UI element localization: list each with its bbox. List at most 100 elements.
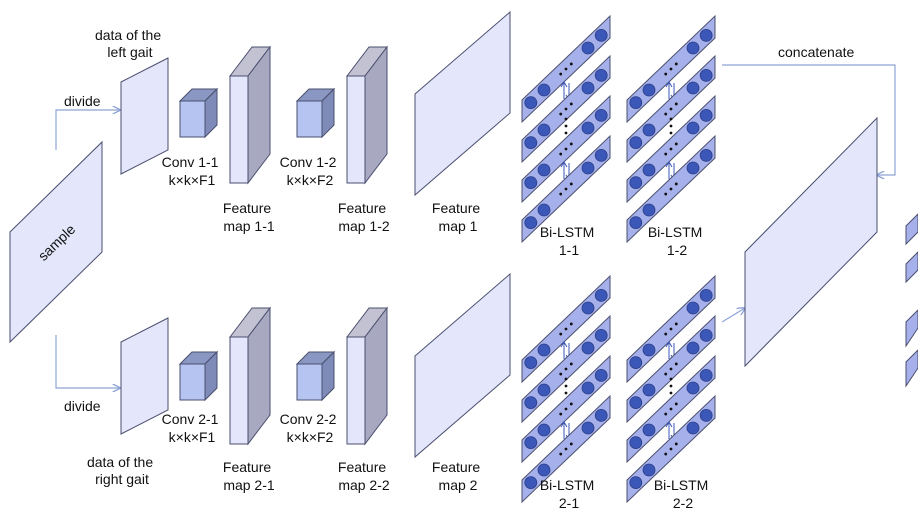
ellipsis-dot <box>674 442 678 446</box>
lstm-cell <box>537 423 551 437</box>
lstm-cell <box>594 29 608 42</box>
ellipsis-dot <box>669 407 673 411</box>
conv-2-1-label: Conv 2-1 k×k×F1 <box>162 411 223 445</box>
connectors <box>55 64 896 388</box>
left-gait-label: data of the left gait <box>95 27 165 60</box>
vertical-ellipsis-dot <box>669 384 673 388</box>
ellipsis-dot <box>564 147 568 151</box>
ellipsis-dot <box>559 372 563 376</box>
feature-map-1-2-block <box>345 45 389 185</box>
lstm-cell <box>629 176 643 190</box>
bilstm-stack-2-1 <box>521 274 611 504</box>
lstm-cell <box>594 288 608 302</box>
lstm-cell <box>594 408 608 422</box>
feature-map-1-1-block <box>228 45 272 185</box>
ellipsis-dot <box>569 362 573 366</box>
concatenated-feature-plane <box>744 116 878 368</box>
ellipsis-dot <box>664 72 668 76</box>
lstm-cell <box>699 408 713 422</box>
bidirectional-arrow-up <box>665 161 673 179</box>
ellipsis-dot <box>664 152 668 156</box>
bidirectional-arrow-up <box>560 421 568 439</box>
vertical-ellipsis-dot <box>564 117 568 121</box>
lstm-cell <box>581 41 595 55</box>
conv-kernel-1-2 <box>295 87 336 139</box>
ellipsis-dot <box>669 327 673 331</box>
right-gait-plane <box>120 317 169 435</box>
lstm-cell <box>686 341 700 355</box>
lstm-cell <box>524 436 538 450</box>
lstm-cell <box>537 163 551 177</box>
lstm-cell <box>524 176 538 190</box>
bilstm-stack-1-1 <box>521 14 611 244</box>
ellipsis-dot <box>664 192 668 196</box>
vertical-ellipsis-dot <box>564 377 568 381</box>
lstm-cell <box>524 96 538 109</box>
lstm-cell <box>537 123 551 137</box>
lstm-cell <box>699 109 713 122</box>
lstm-cell <box>629 96 643 109</box>
divide-arrow-bottom <box>55 335 120 388</box>
lstm-cell <box>537 383 551 397</box>
lstm-cell <box>699 288 713 302</box>
ellipsis-dot <box>569 62 573 66</box>
ellipsis-dot <box>669 107 673 111</box>
ellipsis-dot <box>564 107 568 111</box>
lstm-cell <box>537 343 551 357</box>
lstm-cell <box>581 381 595 395</box>
lstm-cell <box>537 463 551 477</box>
lstm-cell <box>642 83 656 97</box>
ellipsis-dot <box>674 142 678 146</box>
bidirectional-arrow-up <box>560 341 568 359</box>
ellipsis-dot <box>564 67 568 71</box>
bilstm-2-1-label: Bi-LSTM 2-1 <box>540 477 598 511</box>
lstm-cell <box>686 301 700 315</box>
ellipsis-dot <box>559 72 563 76</box>
lstm-cell <box>629 476 643 490</box>
lstm-cell <box>686 381 700 395</box>
ellipsis-dot <box>569 142 573 146</box>
lstm-cell <box>594 148 608 162</box>
lstm-cell <box>629 356 643 370</box>
lstm-cell <box>699 29 713 42</box>
right-gait-label: data of the right gait <box>87 454 157 487</box>
ellipsis-dot <box>569 442 573 446</box>
lstm-cell <box>629 136 643 150</box>
ellipsis-dot <box>564 367 568 371</box>
lstm-cell <box>686 421 700 435</box>
lstm-cell <box>524 476 538 490</box>
lstm-cell <box>594 69 608 82</box>
feature-map-2-2-block <box>345 306 389 446</box>
lstm-cell <box>686 161 700 175</box>
ellipsis-dot <box>559 112 563 116</box>
lstm-cell <box>699 328 713 342</box>
vertical-ellipsis-dot <box>564 391 568 395</box>
ellipsis-dot <box>669 67 673 71</box>
lstm-cell <box>524 396 538 410</box>
vertical-ellipsis-dot <box>564 384 568 388</box>
ellipsis-dot <box>664 332 668 336</box>
ellipsis-dot <box>559 332 563 336</box>
ellipsis-dot <box>569 322 573 326</box>
lstm-cell <box>524 356 538 370</box>
lstm-cell <box>629 216 643 230</box>
ellipsis-dot <box>564 407 568 411</box>
divide-label-bottom: divide <box>64 398 101 414</box>
lstm-cell <box>537 203 551 217</box>
ellipsis-dot <box>664 412 668 416</box>
lstm-cell <box>686 81 700 95</box>
lstm-cell <box>581 341 595 355</box>
conv-kernel-2-1 <box>178 350 219 402</box>
ellipsis-dot <box>559 192 563 196</box>
lstm-cell <box>642 383 656 397</box>
bilstm-1-1-label: Bi-LSTM 1-1 <box>540 224 598 258</box>
ellipsis-dot <box>674 362 678 366</box>
ellipsis-dot <box>559 152 563 156</box>
feature-map-2-plane <box>414 272 511 459</box>
feature-map-2-1-label: Feature map 2-1 <box>223 459 275 493</box>
ellipsis-dot <box>664 372 668 376</box>
conv-kernel-1-1 <box>178 87 219 139</box>
lstm-cell <box>629 396 643 410</box>
feature-map-2-label: Feature map 2 <box>432 459 484 493</box>
